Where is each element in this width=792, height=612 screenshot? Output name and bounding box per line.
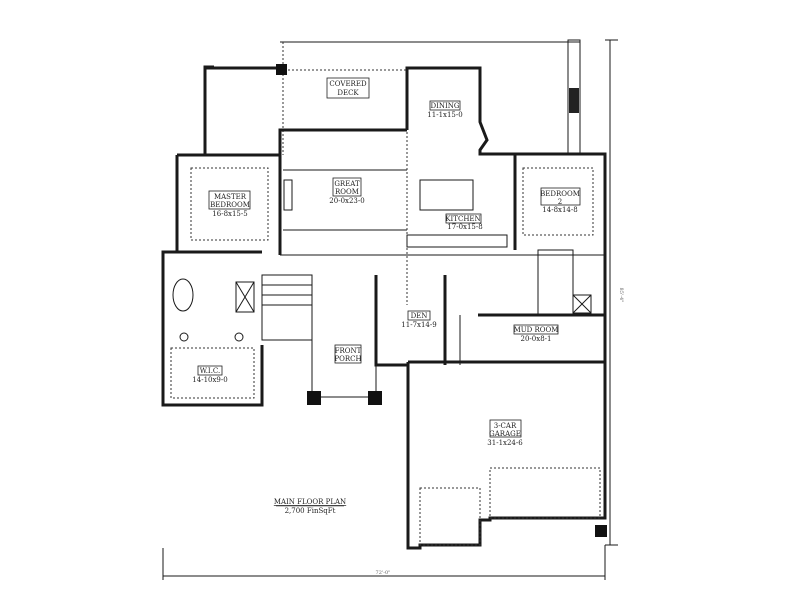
bedroom2-label: 2 bbox=[558, 198, 562, 206]
great-room-size: 20-0x23-0 bbox=[329, 197, 364, 205]
fireplace-icon bbox=[569, 88, 579, 113]
dining-size: 11-1x15-0 bbox=[427, 111, 462, 119]
mud-room-label: MUD ROOM bbox=[514, 326, 559, 334]
sink-icon bbox=[179, 332, 189, 342]
shower-icon bbox=[572, 294, 592, 314]
depth-dimension: 85'-4" bbox=[618, 288, 624, 303]
bathtub-icon bbox=[172, 278, 194, 312]
great-room-label: ROOM bbox=[335, 188, 359, 196]
master-bedroom-label: BEDROOM bbox=[210, 201, 250, 209]
mud-room-size: 20-0x8-1 bbox=[521, 335, 552, 343]
wic-label: W.I.C. bbox=[200, 367, 221, 375]
garage-label: 3-CAR bbox=[494, 422, 517, 430]
shower-icon bbox=[235, 281, 255, 313]
garage-door bbox=[489, 467, 601, 519]
master-bedroom-size: 16-8x15-5 bbox=[212, 210, 247, 218]
kitchen-label: KITCHEN bbox=[445, 215, 480, 223]
wic-shelving bbox=[170, 347, 255, 399]
master-bath-walls bbox=[161, 250, 264, 407]
plan-title: MAIN FLOOR PLAN bbox=[274, 498, 346, 506]
kitchen-size: 17-0x15-8 bbox=[447, 223, 482, 231]
front-porch-label: FRONT bbox=[335, 347, 362, 355]
wic-size: 14-10x9-0 bbox=[192, 376, 227, 384]
den-label: DEN bbox=[411, 312, 428, 320]
column-icon bbox=[276, 64, 287, 75]
sink-icon bbox=[234, 332, 244, 342]
dining-walls bbox=[405, 66, 520, 156]
width-dimension: 72'-0" bbox=[376, 570, 391, 576]
covered-deck-label: DECK bbox=[337, 89, 359, 97]
master-tray-ceiling bbox=[190, 167, 269, 241]
dimension-lines bbox=[162, 39, 618, 580]
bedroom2-tray-ceiling bbox=[522, 167, 594, 236]
kitchen-island bbox=[419, 179, 474, 211]
den-size: 11-7x14-9 bbox=[401, 321, 436, 329]
garage-door bbox=[419, 487, 481, 546]
column-icon bbox=[368, 391, 382, 405]
kitchen-counter bbox=[406, 234, 508, 248]
plan-area: 2,700 FinSqFt bbox=[285, 507, 336, 515]
garage-walls bbox=[406, 360, 607, 550]
fireplace-icon bbox=[283, 179, 293, 211]
great-room-label: GREAT bbox=[334, 180, 360, 188]
bedroom2-size: 14-8x14-8 bbox=[542, 206, 577, 214]
column-icon bbox=[307, 391, 321, 405]
dining-label: DINING bbox=[431, 102, 460, 110]
front-porch-label: PORCH bbox=[334, 355, 361, 363]
column-icon bbox=[595, 525, 607, 537]
laundry bbox=[537, 249, 574, 316]
covered-deck-label: COVERED bbox=[329, 80, 367, 88]
master-bedroom-label: MASTER bbox=[214, 193, 247, 201]
garage-size: 31-1x24-6 bbox=[487, 439, 523, 447]
den-walls bbox=[374, 275, 408, 367]
garage-label: GARAGE bbox=[489, 430, 521, 438]
covered-deck-walls bbox=[203, 41, 580, 155]
bedroom2-label: BEDROOM bbox=[540, 190, 580, 198]
wall bbox=[520, 152, 607, 362]
